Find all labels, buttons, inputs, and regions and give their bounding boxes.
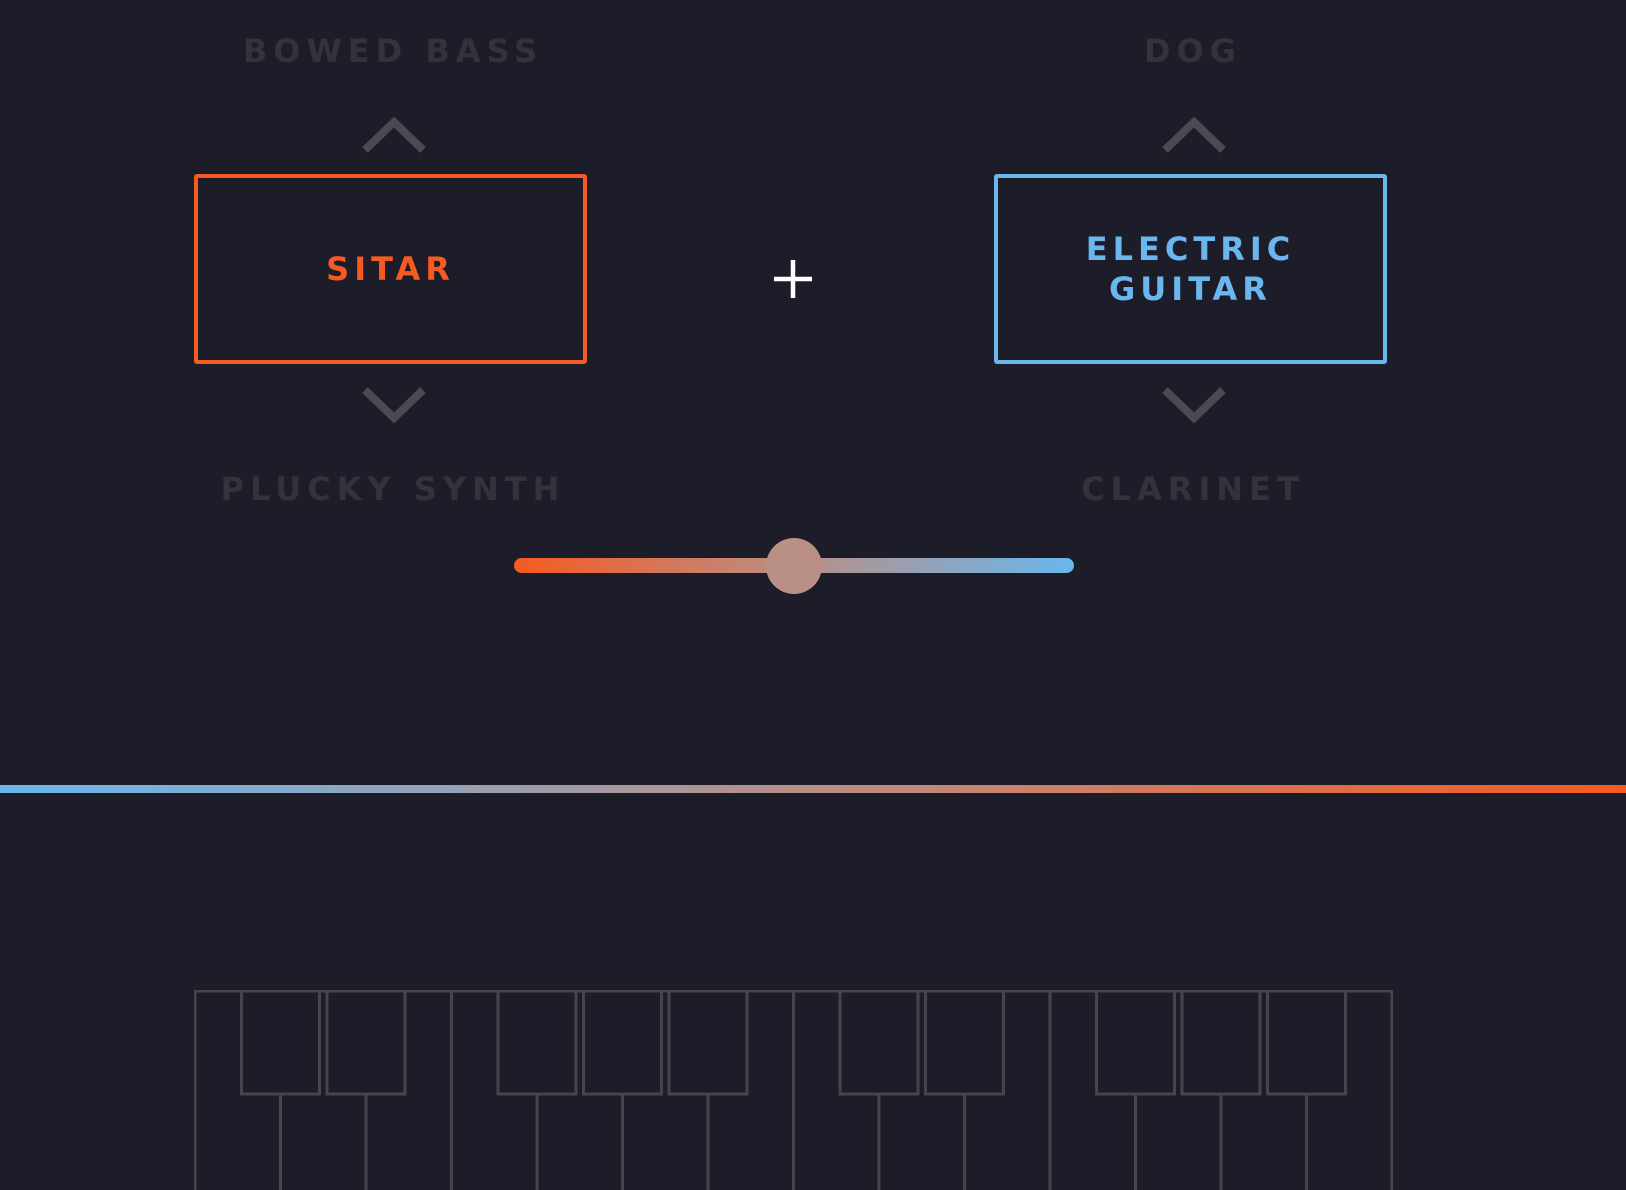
black-key[interactable] <box>838 990 920 1096</box>
right-instrument-label: ELECTRIC GUITAR <box>1085 230 1296 308</box>
black-key[interactable] <box>325 990 407 1096</box>
right-previous-instrument-label[interactable]: DOG <box>1143 32 1243 70</box>
left-chevron-down-icon[interactable] <box>359 384 429 428</box>
left-next-instrument-label[interactable]: PLUCKY SYNTH <box>220 470 566 508</box>
black-key[interactable] <box>240 990 321 1096</box>
left-previous-instrument-label[interactable]: BOWED BASS <box>242 32 544 70</box>
right-chevron-up-icon[interactable] <box>1159 112 1229 156</box>
black-key[interactable] <box>1180 990 1262 1096</box>
right-chevron-down-icon[interactable] <box>1159 384 1229 428</box>
plus-icon <box>772 258 814 300</box>
gradient-divider <box>0 785 1626 793</box>
black-key[interactable] <box>1095 990 1176 1096</box>
left-instrument-box[interactable]: SITAR <box>194 174 587 364</box>
right-instrument-box[interactable]: ELECTRIC GUITAR <box>994 174 1387 364</box>
black-key[interactable] <box>924 990 1005 1096</box>
black-key[interactable] <box>582 990 663 1096</box>
left-chevron-up-icon[interactable] <box>359 112 429 156</box>
black-key[interactable] <box>667 990 749 1096</box>
left-instrument-label: SITAR <box>326 250 455 288</box>
black-key[interactable] <box>496 990 578 1096</box>
right-next-instrument-label[interactable]: CLARINET <box>1081 470 1305 508</box>
mix-slider-knob[interactable] <box>766 538 822 594</box>
piano-keyboard[interactable] <box>194 990 1393 1190</box>
black-key[interactable] <box>1266 990 1347 1096</box>
